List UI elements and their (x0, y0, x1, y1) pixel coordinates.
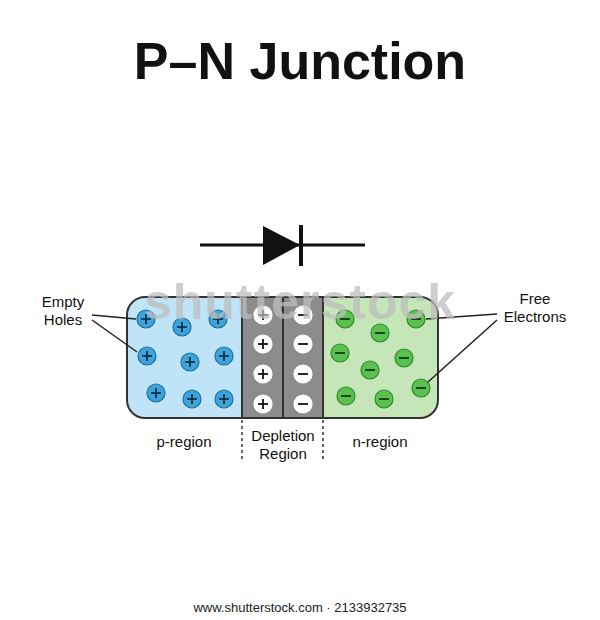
fixed-ion (294, 365, 312, 383)
hole (147, 384, 165, 402)
fixed-ion (294, 335, 312, 353)
electron (361, 361, 379, 379)
charge-sign (341, 395, 351, 397)
leader-line (92, 315, 136, 319)
charge-sign (262, 369, 264, 379)
hole (215, 390, 233, 408)
charge-sign (335, 352, 345, 354)
charge-circle (412, 379, 430, 397)
electron (412, 379, 430, 397)
charge-circle (181, 353, 199, 371)
divider-line (241, 420, 243, 462)
charge-circle (375, 390, 393, 408)
charge-circle (395, 349, 413, 367)
charge-sign (298, 343, 308, 345)
charge-circle (183, 390, 201, 408)
charge-sign (262, 399, 264, 409)
charge-circle (254, 395, 272, 413)
charge-circle (294, 365, 312, 383)
charge-circle (147, 384, 165, 402)
charge-circle (294, 335, 312, 353)
electron (331, 344, 349, 362)
charge-circle (254, 365, 272, 383)
charge-sign (155, 388, 157, 398)
region-label: Depletion Region (246, 427, 320, 463)
hole (183, 390, 201, 408)
charge-sign (223, 351, 225, 361)
charge-circle (361, 361, 379, 379)
charge-sign (189, 357, 191, 367)
fixed-ion (294, 395, 312, 413)
charge-circle (294, 395, 312, 413)
diode-triangle (263, 226, 300, 265)
footer-note: www.shutterstock.com · 2133932735 (193, 600, 406, 616)
charge-circle (331, 344, 349, 362)
charge-sign (223, 394, 225, 404)
charge-circle (337, 387, 355, 405)
fixed-ion (254, 395, 272, 413)
fixed-ion (254, 335, 272, 353)
region-label: n-region (330, 433, 430, 451)
hole (215, 347, 233, 365)
charge-sign (262, 339, 264, 349)
charge-sign (298, 403, 308, 405)
electron (337, 387, 355, 405)
electron (375, 390, 393, 408)
region-label: p-region (134, 433, 234, 451)
hole (138, 347, 156, 365)
callout-label: Empty Holes (27, 293, 99, 329)
divider-line (322, 420, 324, 462)
charge-sign (375, 332, 385, 334)
electron (395, 349, 413, 367)
charge-sign (146, 351, 148, 361)
charge-circle (254, 335, 272, 353)
title: P–N Junction (134, 30, 466, 92)
watermark: shutterstock (144, 272, 456, 332)
fixed-ion (254, 365, 272, 383)
charge-sign (379, 398, 389, 400)
charge-circle (215, 390, 233, 408)
callout-label: Free Electrons (495, 290, 575, 326)
charge-sign (298, 373, 308, 375)
hole (181, 353, 199, 371)
charge-circle (215, 347, 233, 365)
diode-symbol (200, 225, 365, 266)
charge-sign (416, 387, 426, 389)
charge-sign (365, 369, 375, 371)
charge-circle (138, 347, 156, 365)
charge-sign (191, 394, 193, 404)
charge-sign (399, 357, 409, 359)
diode-bar (299, 225, 303, 266)
leader-line (92, 320, 137, 352)
